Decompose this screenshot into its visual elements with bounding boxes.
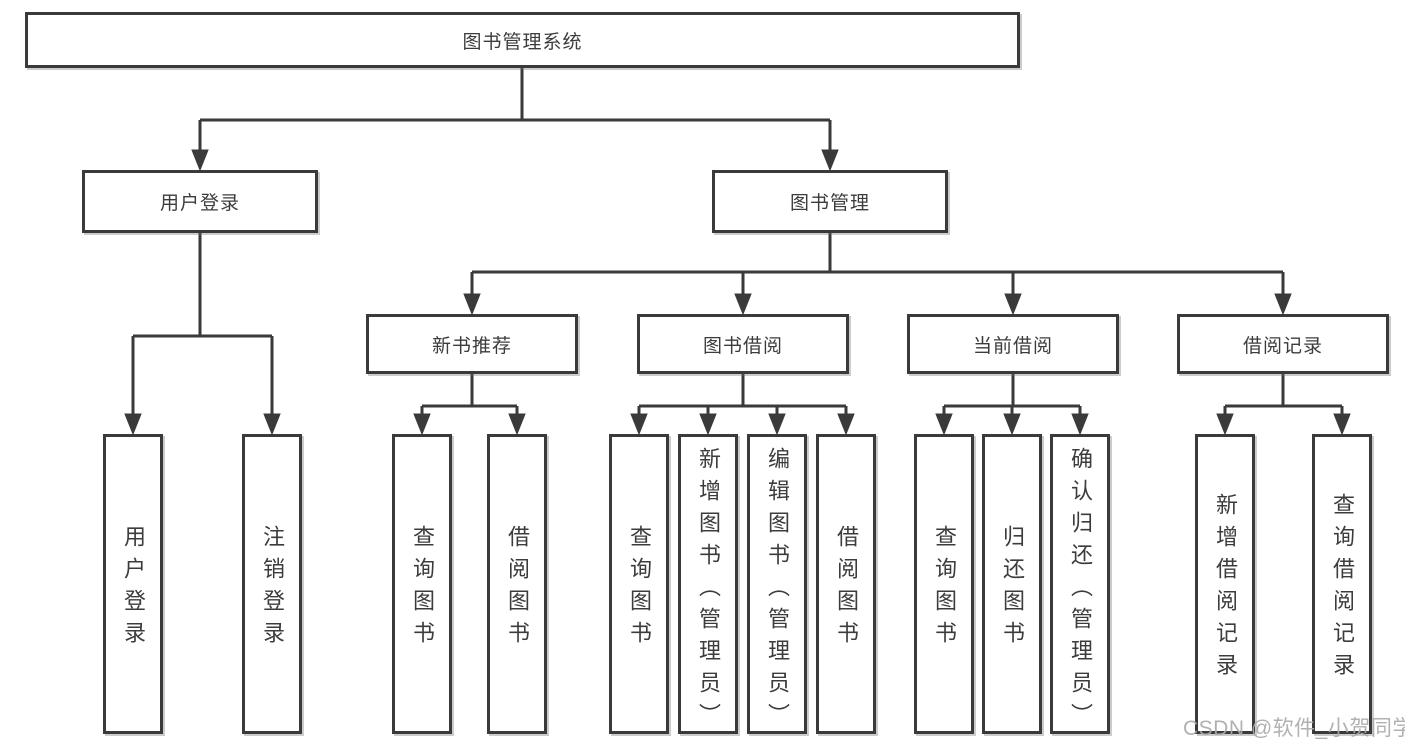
node-label: 借阅图书	[834, 525, 859, 653]
node-label: 用户登录	[159, 193, 240, 214]
node-label: 新增借阅记录	[1213, 493, 1238, 685]
node-label: 图书借阅	[702, 335, 783, 357]
leaf-query-borrow-record: 查询借阅记录	[1312, 434, 1372, 734]
node-current-borrowing: 当前借阅	[907, 314, 1119, 374]
leaf-return-books: 归还图书	[982, 434, 1042, 734]
node-book-borrowing: 图书借阅	[637, 314, 849, 374]
leaf-edit-book-admin: 编辑图书（管理员）	[747, 434, 807, 735]
node-label: 查询图书	[627, 525, 652, 653]
leaf-borrow-books: 借阅图书	[487, 434, 547, 734]
node-label: 当前借阅	[972, 335, 1053, 357]
leaf-confirm-return-admin: 确认归还（管理员）	[1050, 434, 1110, 735]
node-label: 借阅记录	[1242, 335, 1323, 357]
csdn-watermark: CSDN @软件_小贺同学	[1183, 717, 1405, 740]
node-new-book-recommend: 新书推荐	[366, 314, 578, 374]
node-label: 归还图书	[1000, 525, 1025, 653]
node-borrowing-records: 借阅记录	[1177, 314, 1389, 374]
node-label: 用户登录	[121, 525, 146, 653]
node-label: 图书管理	[789, 193, 870, 214]
node-label: 编辑图书（管理员）	[765, 447, 790, 735]
node-user-login: 用户登录	[82, 170, 318, 233]
leaf-user-login: 用户登录	[103, 434, 163, 734]
leaf-add-borrow-record: 新增借阅记录	[1195, 434, 1255, 734]
leaf-add-book-admin: 新增图书（管理员）	[678, 434, 738, 735]
leaf-query-books: 查询图书	[609, 434, 669, 734]
node-book-management: 图书管理	[712, 170, 948, 233]
node-label: 新书推荐	[431, 335, 512, 357]
leaf-borrow-books: 借阅图书	[816, 434, 876, 734]
node-label: 注销登录	[260, 525, 285, 653]
node-label: 图书管理系统	[462, 31, 583, 53]
leaf-query-books: 查询图书	[392, 434, 452, 734]
leaf-query-books: 查询图书	[914, 434, 974, 734]
leaf-logout: 注销登录	[242, 434, 302, 734]
node-label: 查询借阅记录	[1330, 493, 1355, 685]
node-library-management-system: 图书管理系统	[25, 12, 1020, 68]
node-label: 确认归还（管理员）	[1068, 447, 1093, 735]
node-label: 新增图书（管理员）	[696, 447, 721, 735]
node-label: 借阅图书	[505, 525, 530, 653]
node-label: 查询图书	[932, 525, 957, 653]
node-label: 查询图书	[410, 525, 435, 653]
